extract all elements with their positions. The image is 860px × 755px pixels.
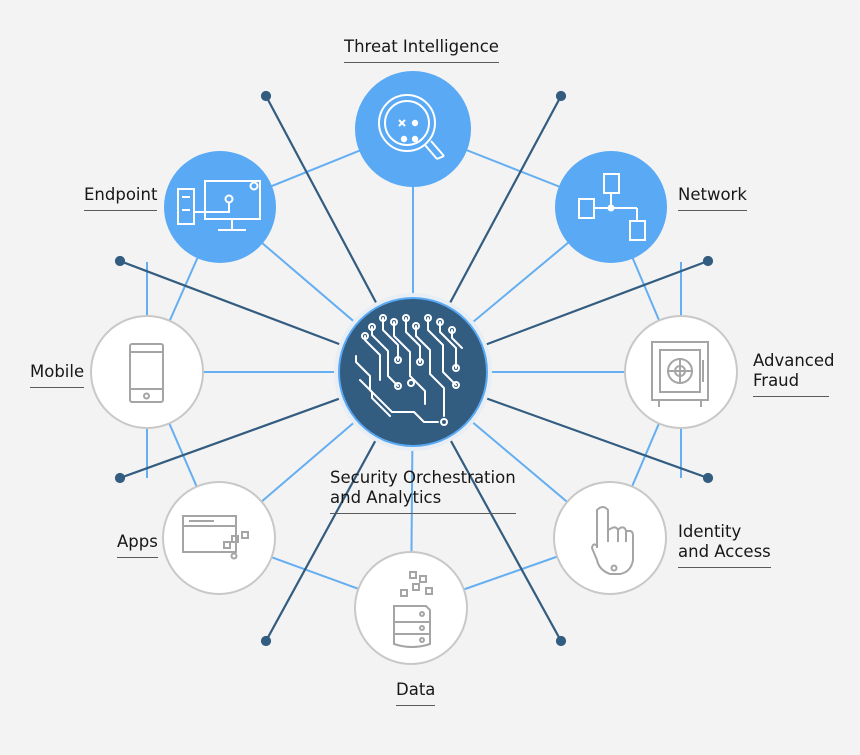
label-mobile: Mobile: [30, 362, 85, 388]
center-node[interactable]: [334, 293, 492, 451]
node-endpoint[interactable]: [164, 151, 276, 263]
label-center: Security Orchestration and Analytics: [330, 468, 516, 514]
database-icon: [393, 571, 433, 648]
smartphone-icon: [129, 343, 164, 403]
label-apps: Apps: [117, 532, 158, 558]
label-data: Data: [396, 680, 436, 706]
magnifier-bug-icon: [378, 94, 445, 160]
network-topology-icon: [578, 173, 646, 241]
node-advanced-fraud[interactable]: [624, 315, 738, 429]
node-apps[interactable]: [162, 481, 276, 595]
app-window-icon: [182, 515, 249, 560]
desktop-endpoint-icon: [177, 180, 261, 231]
label-endpoint: Endpoint: [84, 185, 158, 211]
circuit-brain-icon: [355, 314, 463, 426]
node-network[interactable]: [555, 151, 667, 263]
node-mobile[interactable]: [90, 315, 204, 429]
node-identity-access[interactable]: [553, 481, 667, 595]
finger-hand-icon: [590, 506, 634, 575]
label-advanced-fraud: Advanced Fraud: [753, 351, 835, 397]
node-data[interactable]: [354, 551, 468, 665]
node-threat-intelligence[interactable]: [355, 71, 471, 187]
label-threat-intelligence: Threat Intelligence: [344, 37, 499, 63]
vault-safe-icon: [651, 341, 709, 407]
label-network: Network: [678, 185, 747, 211]
label-identity-access: Identity and Access: [678, 522, 771, 568]
